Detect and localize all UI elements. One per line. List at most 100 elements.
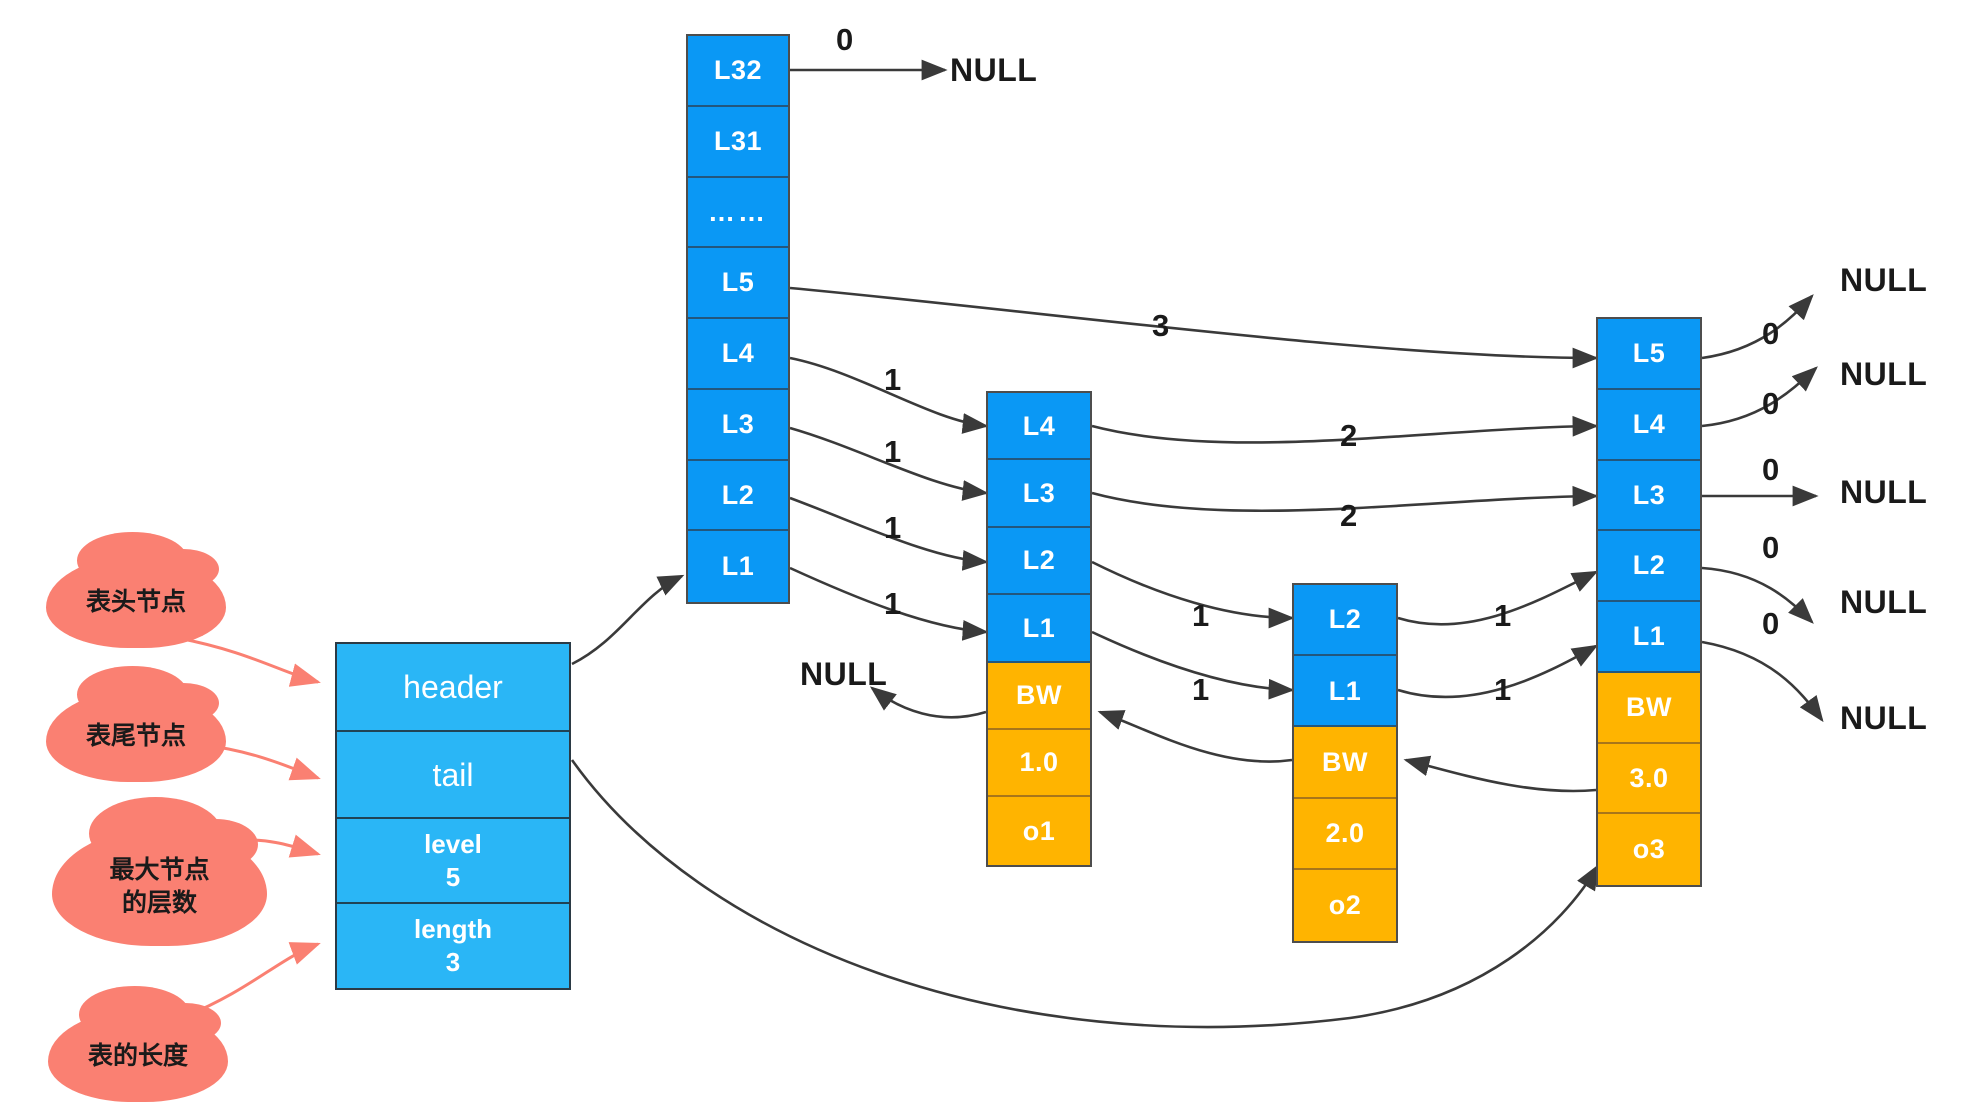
header-node-level-l2: L2 [688,460,788,532]
header-node: L32 L31 …… L5 L4 L3 L2 L1 [686,34,790,604]
node-o1-member: o1 [988,797,1090,865]
edge-o3-l4-null [1701,366,1818,428]
edge-cloud-length [185,942,321,1018]
span-o3-l3-null: 0 [1762,452,1780,487]
span-o3-l5-null: 0 [1762,316,1780,351]
struct-row-header: header [337,644,569,732]
node-o3-member-label: o3 [1632,834,1666,865]
node-o3-score-label: 3.0 [1629,762,1669,793]
node-o1-level-l3: L3 [988,460,1090,528]
span-header-l5-o3: 3 [1152,308,1170,343]
cloud-tail-node-label: 表尾节点 [85,721,186,750]
edge-struct-header-node [571,574,685,666]
node-o3-level-l2: L2 [1598,531,1700,602]
null-right-5: NULL [1840,700,1928,736]
zskiplist-struct: header tail level 5 length 3 [335,642,571,990]
header-node-level-l1: L1 [688,531,788,602]
edge-o3-l5-null [1701,294,1814,360]
header-node-level-ellipsis: …… [688,177,788,249]
node-o1-backward: BW [988,662,1090,730]
node-o2-member-label: o2 [1328,890,1362,921]
node-o2-backward: BW [1294,727,1396,799]
node-o3-member: o3 [1598,814,1700,885]
node-o1-score-label: 1.0 [1019,747,1059,778]
cloud-max-level-line1: 最大节点 [109,856,210,884]
header-node-level-l4-label: L4 [721,338,755,369]
span-header-l1-o1: 1 [884,586,902,621]
struct-row-length: length 3 [337,903,569,988]
span-o1-l1-o2: 1 [1192,672,1210,707]
null-header-top: NULL [950,52,1038,88]
edge-cloud-header [177,636,321,687]
node-o1-level-l1: L1 [988,595,1090,663]
span-o1-l2-o2: 1 [1192,598,1210,633]
edge-o3-bw-o2 [1403,755,1597,793]
node-o1-level-l2: L2 [988,527,1090,596]
node-o1-backward-label: BW [1016,680,1062,711]
header-node-level-l31-label: L31 [713,125,763,156]
node-o2-level-l1-label: L1 [1328,675,1362,706]
struct-header-label: header [403,668,503,705]
node-o3-backward: BW [1598,672,1700,744]
null-right-4: NULL [1840,584,1928,620]
span-header-l3-o1: 1 [884,434,902,469]
node-o1-level-l4: L4 [988,393,1090,461]
node-o3-level-l5-label: L5 [1632,338,1666,369]
span-o3-l1-null: 0 [1762,606,1780,641]
struct-length-label: length [414,914,492,945]
node-o2-member: o2 [1294,869,1396,941]
edge-o2-bw-o1 [1097,710,1293,763]
node-o2-level-l1: L1 [1294,656,1396,728]
header-node-level-l5: L5 [688,248,788,319]
node-o2-level-l2: L2 [1294,585,1396,657]
edge-o3-l2-null [1701,566,1814,624]
cloud-header-node: 表头节点 [46,532,226,648]
header-node-level-l4: L4 [688,319,788,390]
node-o2: L2 L1 BW 2.0 o2 [1292,583,1398,943]
header-node-level-l2-label: L2 [721,479,755,510]
span-header-l2-o1: 1 [884,510,902,545]
header-node-level-l3: L3 [688,389,788,461]
node-o3-level-l4: L4 [1598,389,1700,461]
cloud-header-node-label: 表头节点 [85,587,186,616]
span-o1-l3-o3: 2 [1340,498,1358,533]
node-o1: L4 L3 L2 L1 BW 1.0 o1 [986,391,1092,867]
node-o1-level-l2-label: L2 [1022,545,1056,576]
header-node-level-ellipsis-label: …… [708,196,768,227]
struct-tail-label: tail [432,756,474,793]
struct-row-tail: tail [337,731,569,820]
node-o3-backward-label: BW [1626,691,1672,722]
node-o3-level-l2-label: L2 [1632,550,1666,581]
struct-level-value: 5 [445,861,461,892]
null-right-1: NULL [1840,262,1928,298]
cloud-tail-node: 表尾节点 [46,666,226,782]
span-header-l32: 0 [836,22,854,57]
header-node-level-l3-label: L3 [721,408,755,439]
node-o1-level-l1-label: L1 [1022,612,1056,643]
span-o1-l4-o3: 2 [1340,418,1358,453]
node-o3-level-l4-label: L4 [1632,408,1666,439]
cloud-max-level-line2: 的层数 [121,889,197,917]
null-right-2: NULL [1840,356,1928,392]
header-node-level-l1-label: L1 [721,551,755,582]
edge-header-l5-o3 [789,286,1599,369]
node-o3: L5 L4 L3 L2 L1 BW 3.0 o3 [1596,317,1702,887]
node-o3-level-l1: L1 [1598,602,1700,673]
span-o3-l2-null: 0 [1762,530,1780,565]
node-o3-level-l3-label: L3 [1632,479,1666,510]
node-o2-backward-label: BW [1322,746,1368,777]
node-o1-level-l4-label: L4 [1022,410,1056,441]
cloud-list-length: 表的长度 [48,986,228,1102]
node-o1-score: 1.0 [988,729,1090,798]
edge-o3-l1-null [1701,640,1824,723]
node-o3-score: 3.0 [1598,743,1700,815]
span-header-l4-o1: 1 [884,362,902,397]
node-o3-level-l3: L3 [1598,460,1700,532]
header-node-level-l5-label: L5 [721,267,755,298]
null-right-3: NULL [1840,474,1928,510]
span-o2-l1-o3: 1 [1494,672,1512,707]
node-o2-level-l2-label: L2 [1328,604,1362,635]
struct-length-value: 3 [445,946,461,977]
header-node-level-l32: L32 [688,36,788,107]
